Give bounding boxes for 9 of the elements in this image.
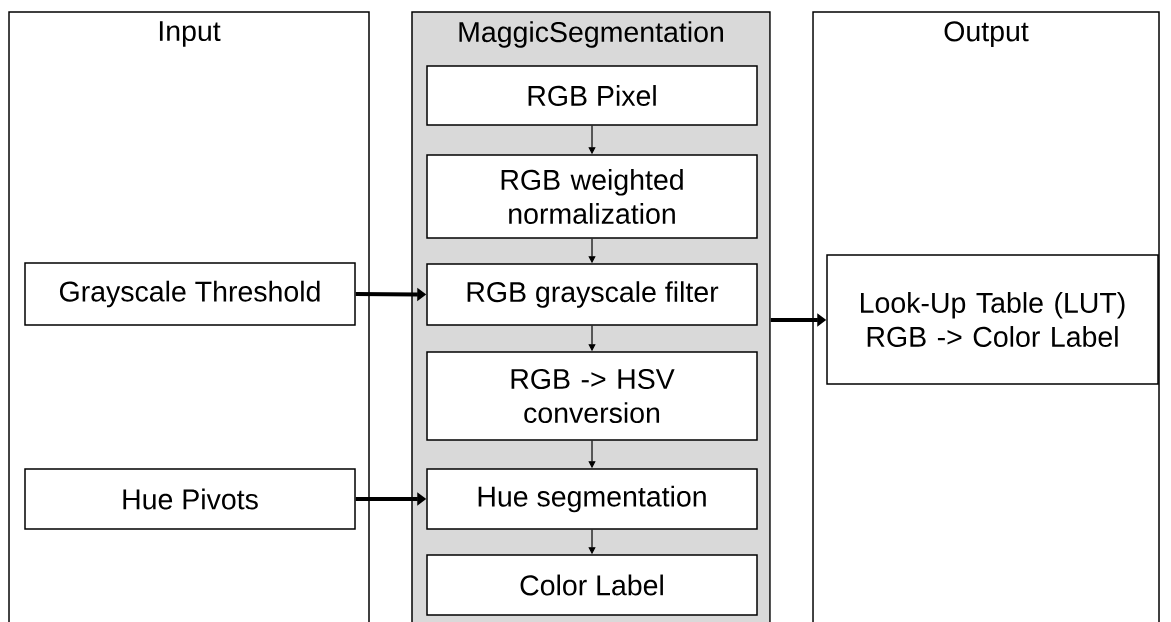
- process-box: Grayscale Threshold: [24, 262, 356, 326]
- process-box: RGB grayscale filter: [426, 263, 758, 326]
- process-box: Color Label: [426, 554, 758, 616]
- process-box: Hue Pivots: [24, 468, 356, 530]
- process-box: Hue segmentation: [426, 468, 758, 530]
- process-box: RGB weighted normalization: [426, 154, 758, 239]
- process-box: RGB -> HSV conversion: [426, 351, 758, 441]
- process-box: RGB Pixel: [426, 65, 758, 126]
- process-box: Look-Up Table (LUT) RGB -> Color Label: [826, 254, 1159, 385]
